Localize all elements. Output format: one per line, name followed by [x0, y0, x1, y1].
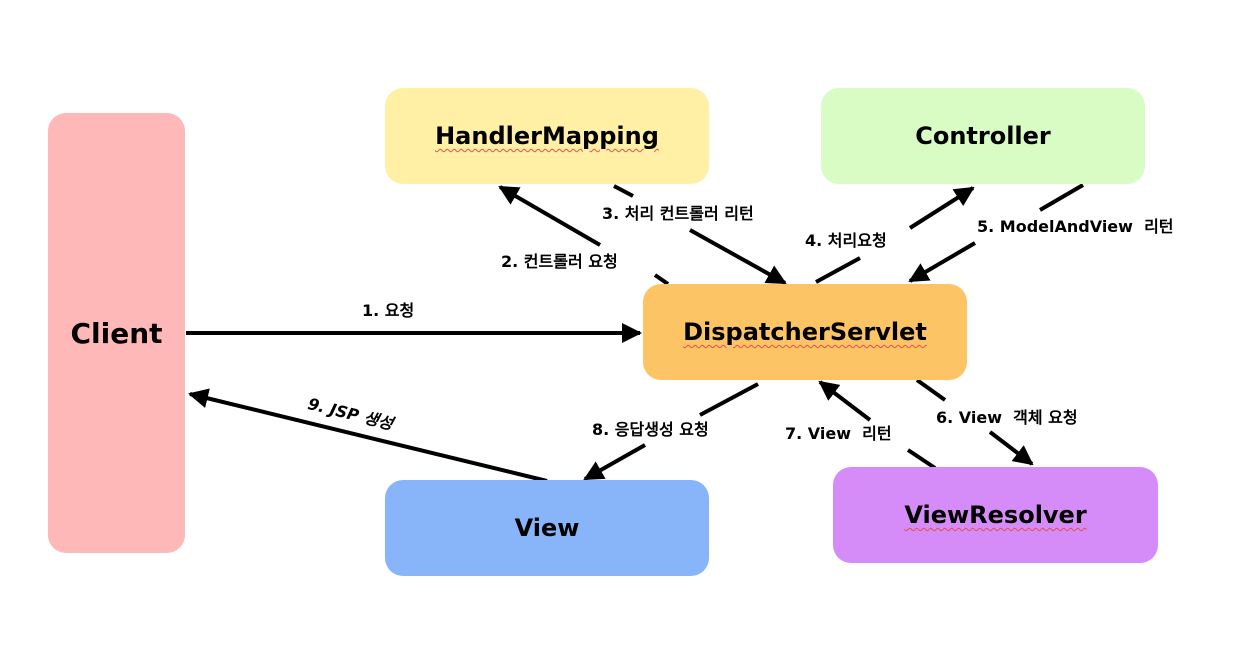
arrow-2-controller-request-a [498, 185, 602, 247]
arrow-7-view-return-b [818, 380, 872, 422]
step-7-label: 7. View 리턴 [785, 424, 892, 443]
controller-box: Controller [821, 88, 1145, 184]
view-resolver-box: ViewResolver [833, 467, 1158, 563]
arrow-4-process-request-a [815, 256, 861, 284]
arrow-5-modelandview-return-b [908, 241, 977, 283]
view-resolver-label: ViewResolver [904, 501, 1087, 529]
client-box: Client [48, 113, 185, 553]
arrow-8-response-request-a [699, 382, 759, 417]
arrow-3-handler-return-b [689, 228, 787, 285]
handler-mapping-label: HandlerMapping [435, 122, 659, 150]
step-1-label: 1. 요청 [362, 301, 415, 320]
arrow-2-controller-request-b [653, 273, 670, 286]
arrow-6-view-object-request-b [988, 430, 1034, 466]
arrow-6-view-object-request-a [915, 378, 947, 402]
dispatcher-servlet-box: DispatcherServlet [643, 284, 967, 380]
step-2-label: 2. 컨트롤러 요청 [501, 252, 618, 271]
step-6-label: 6. View 객체 요청 [936, 408, 1078, 427]
dispatcher-servlet-label: DispatcherServlet [683, 318, 927, 346]
controller-label: Controller [915, 122, 1051, 150]
step-8-label: 8. 응답생성 요청 [592, 420, 709, 439]
arrow-5-modelandview-return-a [1038, 183, 1085, 212]
client-label: Client [70, 316, 163, 350]
arrow-7-view-return-a [906, 448, 937, 470]
step-4-label: 4. 처리요청 [805, 231, 887, 250]
arrow-4-process-request-b [908, 186, 975, 230]
view-label: View [514, 514, 580, 542]
handler-mapping-box: HandlerMapping [385, 88, 709, 184]
arrow-9-jsp-generate [188, 388, 548, 483]
step-3-label: 3. 처리 컨트롤러 리턴 [602, 204, 754, 223]
step-5-label: 5. ModelAndView 리턴 [977, 217, 1174, 236]
arrow-8-response-request-b [583, 443, 646, 481]
view-box: View [385, 480, 709, 576]
arrow-3-handler-return-a [613, 184, 634, 198]
